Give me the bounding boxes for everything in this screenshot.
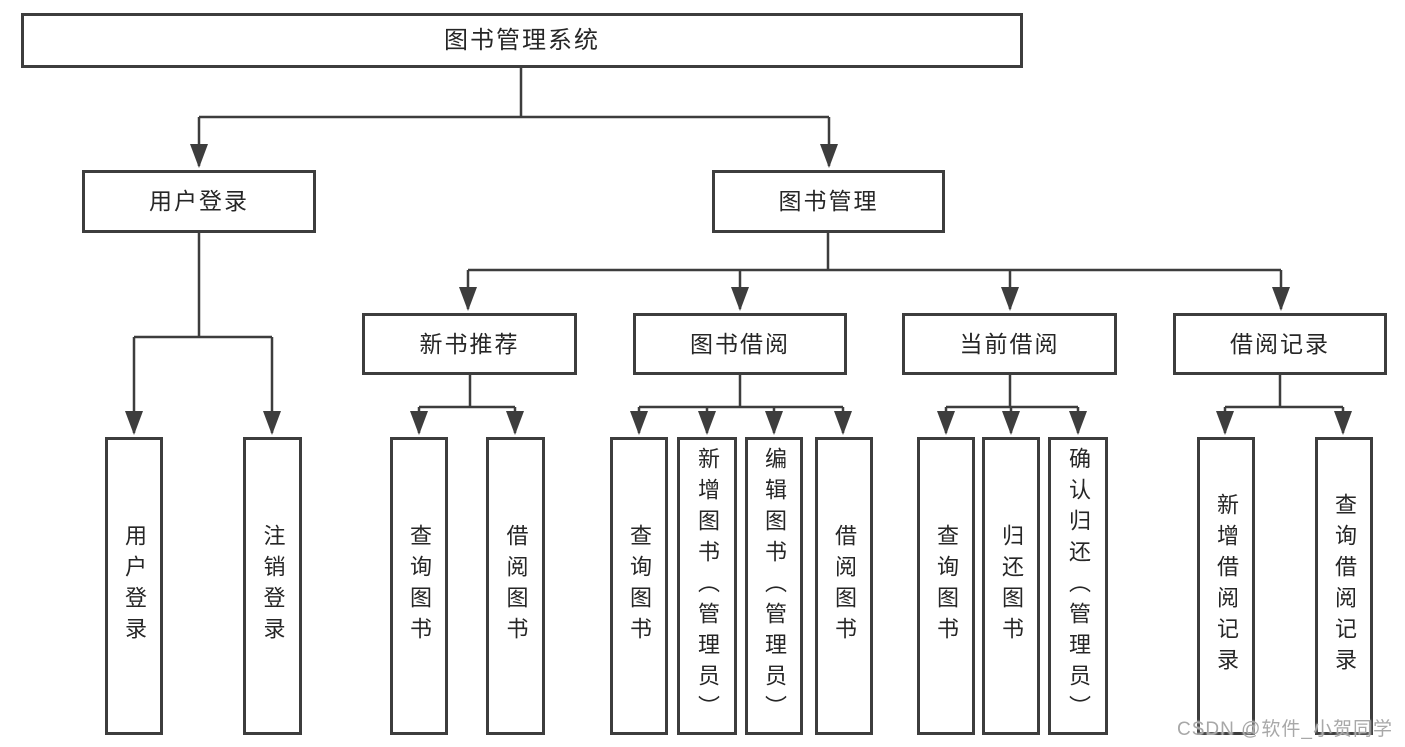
branch-user-login [134, 233, 272, 339]
node-current-borrow: 当前借阅 [902, 313, 1117, 375]
node-book-management: 图书管理 [712, 170, 945, 233]
leaf-borrow-borrow-books: 借阅图书 [815, 437, 873, 735]
leaf-rec-query-books: 查询图书 [390, 437, 448, 735]
leaf-borrow-query-books-label: 查询图书 [627, 524, 652, 648]
leaf-record-add: 新增借阅记录 [1197, 437, 1255, 735]
branch-book-management [468, 233, 1281, 272]
node-root-label: 图书管理系统 [444, 26, 600, 54]
leaf-rec-borrow-books: 借阅图书 [486, 437, 545, 735]
node-book-management-label: 图书管理 [778, 188, 879, 214]
leaf-borrow-add-books-admin-label: 新增图书（管理员） [695, 446, 720, 726]
node-new-book-recommend-label: 新书推荐 [419, 330, 520, 357]
leaf-logout-login-label: 注销登录 [260, 524, 286, 648]
leaf-record-add-label: 新增借阅记录 [1214, 493, 1239, 679]
branch-borrow-records [1225, 375, 1343, 409]
node-borrow-records: 借阅记录 [1173, 313, 1387, 375]
leaf-record-query-label: 查询借阅记录 [1332, 493, 1357, 679]
leaf-record-query: 查询借阅记录 [1315, 437, 1373, 735]
leaf-rec-borrow-books-label: 借阅图书 [503, 524, 529, 648]
watermark: CSDN @软件_小贺同学 [1177, 719, 1393, 740]
leaf-cur-confirm-return-admin-label: 确认归还（管理员） [1066, 446, 1091, 726]
leaf-borrow-edit-books-admin: 编辑图书（管理员） [745, 437, 803, 735]
node-book-borrow: 图书借阅 [633, 313, 847, 375]
node-new-book-recommend: 新书推荐 [362, 313, 577, 375]
branch-root [199, 68, 829, 119]
branch-current-borrow [946, 375, 1078, 409]
leaf-borrow-query-books: 查询图书 [610, 437, 668, 735]
branch-book-borrow [639, 375, 843, 409]
leaf-borrow-edit-books-admin-label: 编辑图书（管理员） [762, 446, 787, 726]
leaf-logout-login: 注销登录 [243, 437, 302, 735]
leaf-rec-query-books-label: 查询图书 [407, 524, 432, 648]
leaf-user-login-label: 用户登录 [122, 524, 147, 648]
node-current-borrow-label: 当前借阅 [959, 330, 1060, 357]
leaf-borrow-borrow-books-label: 借阅图书 [832, 524, 857, 648]
leaf-cur-confirm-return-admin: 确认归还（管理员） [1048, 437, 1108, 735]
node-user-login: 用户登录 [82, 170, 316, 233]
node-root: 图书管理系统 [21, 13, 1023, 68]
leaf-borrow-add-books-admin: 新增图书（管理员） [677, 437, 737, 735]
leaf-cur-query-books: 查询图书 [917, 437, 975, 735]
node-user-login-label: 用户登录 [149, 188, 249, 214]
leaf-cur-return-books: 归还图书 [982, 437, 1040, 735]
node-borrow-records-label: 借阅记录 [1230, 330, 1330, 357]
leaf-cur-query-books-label: 查询图书 [934, 524, 959, 648]
leaf-user-login: 用户登录 [105, 437, 163, 735]
node-book-borrow-label: 图书借阅 [690, 330, 790, 357]
leaf-cur-return-books-label: 归还图书 [999, 524, 1024, 648]
branch-new-book-recommend [419, 375, 515, 409]
